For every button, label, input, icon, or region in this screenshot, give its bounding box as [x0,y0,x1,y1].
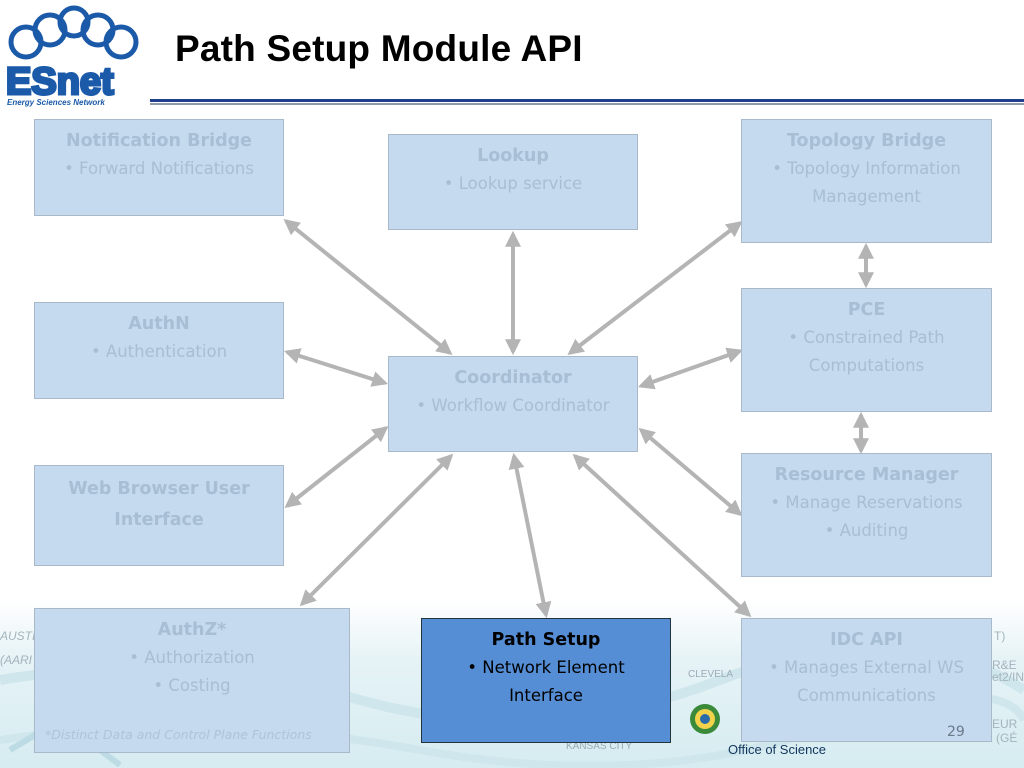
box-line: • Auditing [824,521,909,540]
box-line: • Lookup service [443,174,583,193]
box-title: Resource Manager [774,465,959,485]
authn-box: AuthN • Authentication [34,302,284,399]
arrow-notification-coordinator [283,218,453,356]
box-line: • Constrained Path [788,328,945,347]
box-line: • Authentication [90,342,228,361]
arrow-authz-coordinator [299,453,454,607]
box-title: Web Browser User Interface [68,479,250,530]
arrow-pathsetup-coordinator [508,452,552,619]
box-title: IDC API [830,630,903,650]
authz-box: AuthZ* • Authorization • Costing [34,608,350,753]
arrow-webui-coordinator [284,426,389,508]
map-label: EUR [992,717,1018,731]
map-label: (GÉ [996,730,1017,745]
box-line: • Costing [153,676,231,695]
resource-manager-box: Resource Manager • Manage Reservations •… [741,453,992,577]
notification-bridge-box: Notification Bridge • Forward Notificati… [34,119,284,216]
logo-tagline: Energy Sciences Network [7,98,105,107]
box-title: AuthN [128,314,190,334]
doe-seal-icon [690,704,720,734]
slide-title: Path Setup Module API [175,28,583,69]
web-browser-ui-box: Web Browser User Interface [34,465,284,566]
map-label: R&E [992,658,1017,672]
title-rule [150,99,1024,102]
box-line: Communications [797,686,936,705]
box-line: Interface [509,686,583,705]
lookup-box: Lookup • Lookup service [388,134,638,230]
box-line: Management [812,187,921,206]
box-line: • Authorization [129,648,255,667]
title-rule-shadow [150,103,1024,105]
box-line: • Forward Notifications [64,159,254,178]
pce-box: PCE • Constrained Path Computations [741,288,992,412]
path-setup-box: Path Setup • Network Element Interface [421,618,671,743]
box-title: PCE [847,300,886,320]
box-line: • Network Element [467,658,625,677]
box-title: Path Setup [491,630,601,650]
arrow-idc-coordinator [572,453,752,618]
box-line: • Topology Information [772,159,961,178]
arrow-pce-coordinator [637,347,744,390]
box-title: Coordinator [454,368,572,388]
box-line: • Workflow Coordinator [416,396,610,415]
box-line: • Manage Reservations [770,493,963,512]
page-number: 29 [947,724,965,740]
idc-api-box: IDC API • Manages External WS Communicat… [741,618,992,742]
box-line: Computations [808,356,925,375]
coordinator-box: Coordinator • Workflow Coordinator [388,356,638,452]
map-label: (AARI [0,653,33,667]
logo-wordmark-fill: ESnet [6,61,114,103]
esnet-logo: ESnet ESnet Energy Sciences Network [5,5,139,107]
box-line: • Manages External WS [769,658,964,677]
box-title: Lookup [477,146,549,166]
arrow-authn-coordinator [283,348,389,387]
map-label: T) [994,629,1005,643]
logo-wordmark: ESnet [6,61,114,103]
footnote: *Distinct Data and Control Plane Functio… [45,727,312,742]
map-label: CLEVELA [688,669,733,680]
topology-bridge-box: Topology Bridge • Topology Information M… [741,119,992,243]
map-label: AUSTI [0,629,36,643]
map-label: KANSAS CITY [566,741,632,752]
map-label: et2/IN [992,670,1024,684]
box-title: Notification Bridge [65,131,252,151]
office-of-science: Office of Science [728,742,827,757]
arrow-resource-coordinator [638,427,743,517]
box-title: AuthZ* [157,620,227,640]
arrow-topology-coordinator [567,221,743,355]
box-title: Topology Bridge [786,131,947,151]
